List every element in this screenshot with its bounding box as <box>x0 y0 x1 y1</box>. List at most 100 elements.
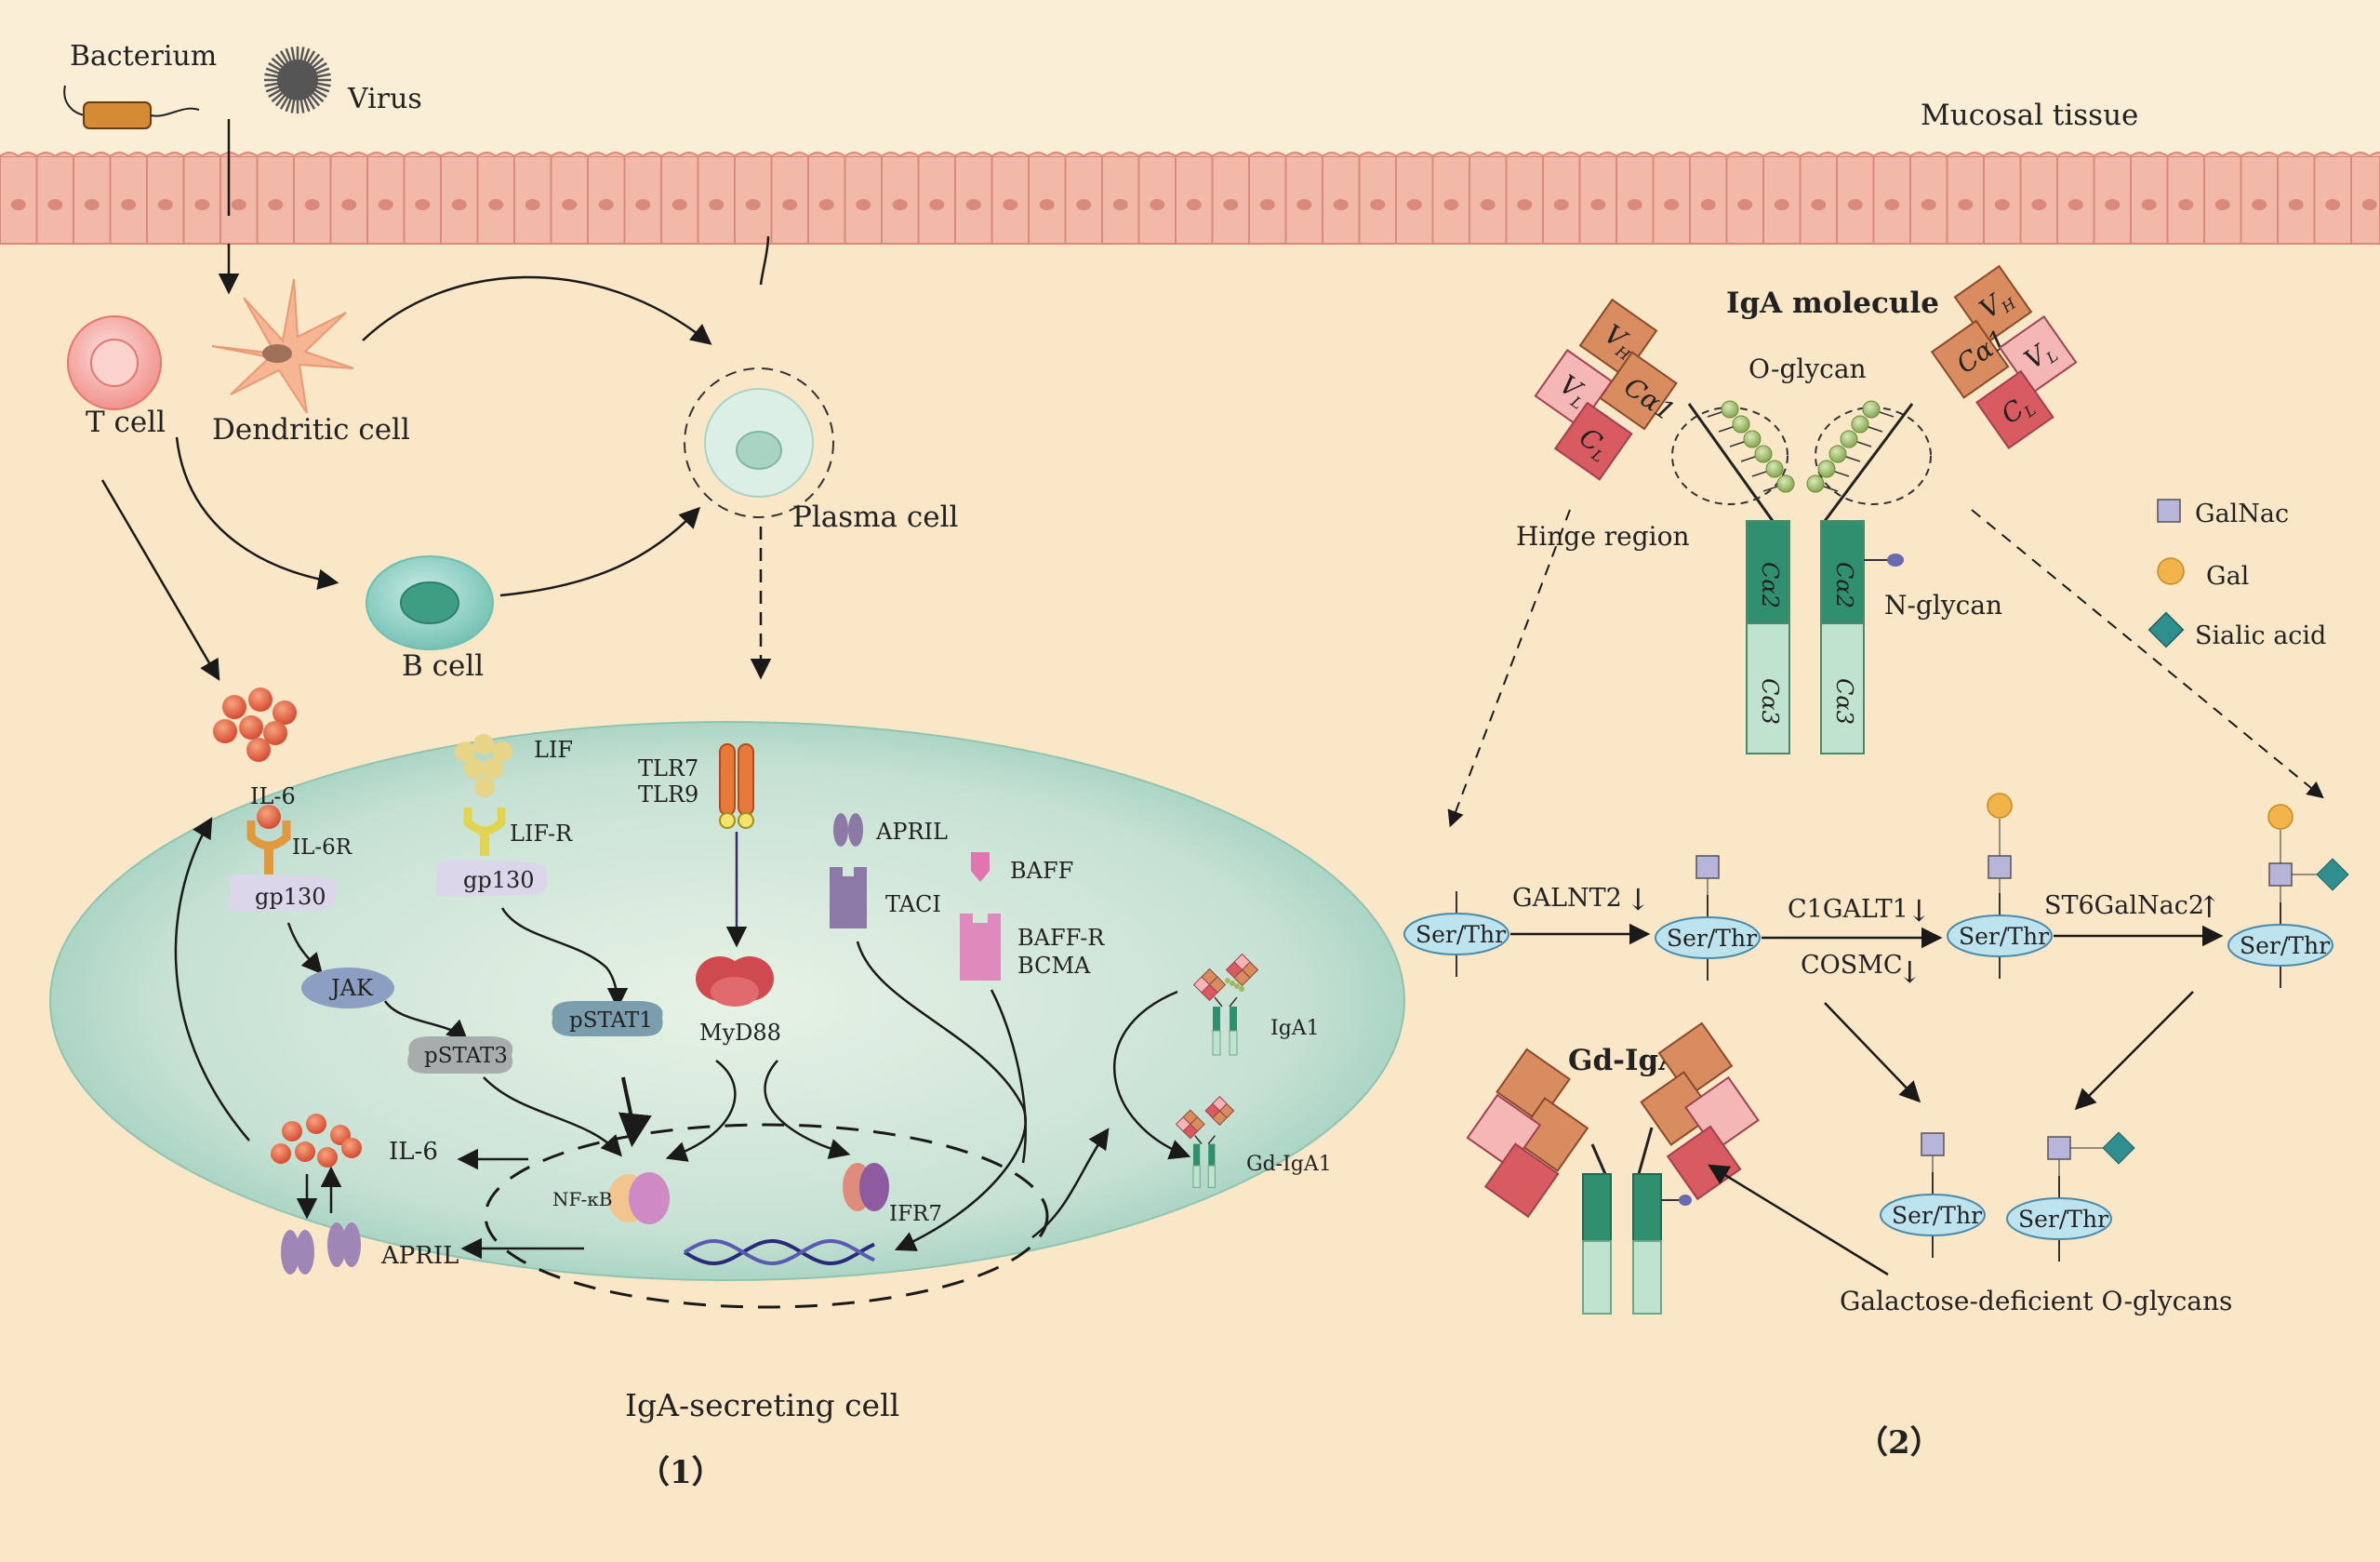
epithelial-nucleus <box>892 199 908 210</box>
ser-thr-label: Ser/Thr <box>1892 1202 1982 1229</box>
epithelial-nucleus <box>451 199 467 210</box>
microvilli <box>1322 152 1361 158</box>
gp130-to-pstat1-arrow <box>500 907 629 1009</box>
light-chain-segment <box>1201 983 1218 1002</box>
epithelial-nucleus <box>47 199 63 210</box>
microvilli <box>917 152 956 158</box>
microvilli <box>734 152 773 158</box>
epithelial-nucleus <box>2361 199 2377 210</box>
constant-domain-label: Cα3 <box>1757 678 1783 725</box>
gp130-to-jak-arrow <box>286 922 323 975</box>
microvilli <box>182 152 221 158</box>
glycans-to-gd-iga1-arrow <box>1708 1164 1889 1276</box>
il6-ball <box>271 1143 291 1164</box>
hinge-region-label: Hinge region <box>1516 521 1690 552</box>
dna-strand <box>683 1239 875 1265</box>
n-glycan-bead <box>1887 554 1904 567</box>
o-glycan-bead <box>1806 474 1825 493</box>
baff-ligand <box>971 852 990 882</box>
domain-block <box>1975 369 2054 450</box>
legend-gal: Gal <box>2206 562 2249 591</box>
epithelial-nucleus <box>268 199 284 210</box>
b-cell-label: B cell <box>402 649 484 683</box>
epithelial-nucleus <box>84 199 100 210</box>
gd-n-glycan <box>1679 1195 1692 1206</box>
t-cell <box>67 315 162 410</box>
il6-cytokine-cluster-inner <box>271 1114 362 1168</box>
iga-molecule-title: IgA molecule <box>1726 287 1939 320</box>
o-glycan-bead <box>1732 415 1750 434</box>
gd-constant <box>1582 1240 1612 1315</box>
ser-thr-residue <box>1947 915 2053 957</box>
il6-output-label: IL-6 <box>389 1138 438 1166</box>
epithelial-nucleus <box>341 199 357 210</box>
epithelial-nucleus <box>1590 199 1606 210</box>
epithelial-nucleus <box>304 199 320 210</box>
april-output-label: APRIL <box>380 1242 459 1270</box>
o-glycan-bead <box>1721 400 1739 419</box>
galnac-residue <box>2047 1136 2071 1160</box>
ifr7-label: IFR7 <box>889 1202 942 1226</box>
o-glycan-bead <box>1828 445 1847 463</box>
dendritic-to-plasma-arrow <box>362 275 712 345</box>
galnt2-arrow: ↓ <box>1626 882 1651 917</box>
april-receptor-pair-left <box>281 1222 361 1275</box>
epithelial-nucleus <box>121 199 137 210</box>
epithelial-nucleus <box>1664 199 1680 210</box>
il6-ball <box>239 715 263 740</box>
microvilli <box>1615 152 1655 158</box>
constant-domain <box>1820 520 1865 624</box>
cosmc-label: COSMC <box>1801 951 1903 980</box>
gd-domain <box>1640 1071 1716 1146</box>
gd-hinge <box>1590 1143 1607 1175</box>
microvilli <box>2313 152 2352 158</box>
dna-helix <box>683 1239 875 1265</box>
domain: VL <box>1998 314 2078 395</box>
microvilli <box>1101 152 1140 158</box>
legend-sialic: Sialic acid <box>2195 621 2326 650</box>
epithelial-nucleus <box>1406 199 1422 210</box>
o-glycan-bead <box>1230 981 1235 986</box>
microvilli <box>2240 152 2279 158</box>
o-glycan-bead <box>1234 983 1240 989</box>
dendritic-cell <box>211 278 354 414</box>
baff-signal-line <box>990 989 1027 1164</box>
constant-domain-label: Cα2 <box>1757 562 1783 608</box>
il6-ball <box>246 738 271 762</box>
tlr9-label: TLR9 <box>638 781 698 808</box>
epithelial-nucleus <box>1517 199 1533 210</box>
microvilli <box>73 152 112 158</box>
microvilli <box>1469 152 1508 158</box>
epithelial-nucleus <box>2214 199 2230 210</box>
il6-cytokine-cluster <box>213 688 297 762</box>
epithelial-nucleus <box>1627 199 1642 210</box>
epithelial-nucleus <box>1847 199 1863 210</box>
ser-thr-residue <box>1403 913 1509 955</box>
galnac-legend-icon <box>2157 499 2181 523</box>
galnt2-label: GALNT2 <box>1512 884 1622 913</box>
gd-constant <box>1632 1240 1662 1315</box>
lif-label: LIF <box>534 737 573 763</box>
ser-thr-label: Ser/Thr <box>2240 932 2330 959</box>
epithelial-nucleus <box>1994 199 2010 210</box>
plasma-cell-exit-line <box>759 235 770 286</box>
microvilli <box>109 152 148 158</box>
to-deficient-arrow <box>2074 991 2194 1111</box>
myd88-label: MyD88 <box>699 1020 781 1046</box>
microvilli <box>440 152 479 158</box>
il6-ball <box>341 1138 362 1158</box>
b-cell <box>366 555 494 650</box>
dna-strand <box>683 1239 875 1265</box>
gd-constant <box>1582 1173 1612 1242</box>
bacterium-label: Bacterium <box>70 40 217 73</box>
epithelial-nucleus <box>965 199 981 210</box>
microvilli <box>1248 152 1287 158</box>
microvilli <box>1431 152 1470 158</box>
panel-2-label: （2） <box>1856 1424 1942 1462</box>
legend-galnac: GalNac <box>2195 500 2289 528</box>
microvilli <box>35 152 74 158</box>
epithelial-nucleus <box>1811 199 1827 210</box>
galnac-residue <box>1921 1132 1945 1156</box>
nfkb-label: NF-κB <box>552 1188 612 1210</box>
